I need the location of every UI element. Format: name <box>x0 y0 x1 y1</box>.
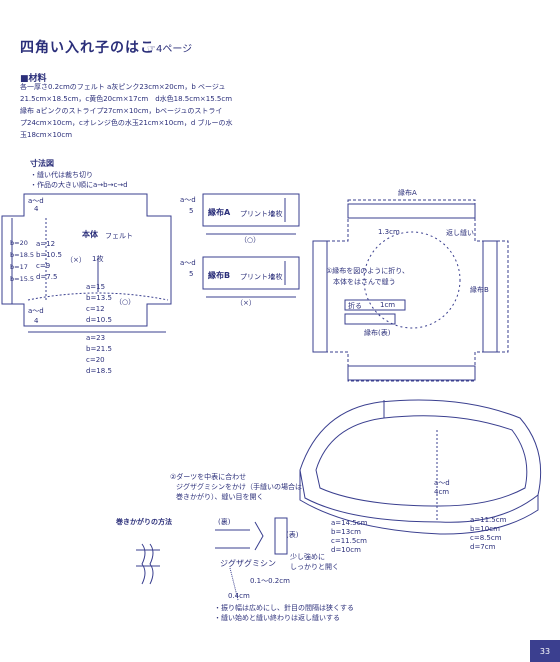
height-value: b=18.5 <box>10 251 35 259</box>
box-left-value: c=11.5cm <box>331 537 367 545</box>
o-value: c=12 <box>86 305 105 313</box>
back-side-label: (裏) <box>218 518 231 526</box>
x-value: c=9 <box>36 262 51 270</box>
body-count: 1枚 <box>92 255 104 263</box>
strip-a-side: a〜d <box>180 196 196 204</box>
dimension-heading: 寸法図 <box>30 159 54 168</box>
strip-face-label: 縁布(表) <box>364 329 391 337</box>
strip-a-pattern <box>202 193 300 227</box>
box-right-value: d=7cm <box>470 543 496 551</box>
box-left-value: b=13cm <box>331 528 361 536</box>
materials-heading: ■材料 <box>20 74 47 84</box>
fold-size: 1cm <box>380 301 396 309</box>
materials-line: 21.5cm×18.5cm，c黄色20cm×17cm d水色18.5cm×15.… <box>20 95 233 103</box>
zigzag-label: ジグザグミシン <box>220 559 276 568</box>
stitch-tip: ・振り幅は広めにし、針目の間隔は狭くする <box>214 604 354 612</box>
page-title: 四角い入れ子のはこ <box>20 40 155 56</box>
materials-line: プ24cm×10cm，cオレンジ色の水玉21cm×10cm，d ブルーの水 <box>20 119 233 127</box>
width-value: c=20 <box>86 356 105 364</box>
dimension-note: ・作品の大きい順にa→b→c→d <box>30 181 128 189</box>
body-material: フェルト <box>105 232 133 240</box>
step2-line: ②ダーツを中表に合わせ <box>170 473 247 481</box>
box-corner-label: a〜d <box>434 479 450 487</box>
width-value: b=21.5 <box>86 345 112 353</box>
box-right-value: b=10cm <box>470 525 500 533</box>
backstitch-note: 返し縫い <box>446 229 474 237</box>
pull-note: 少し強めに <box>290 553 325 561</box>
height-value: b=17 <box>10 263 28 271</box>
page-number: 33 <box>530 640 560 662</box>
materials-line: 玉18cm×10cm <box>20 131 73 139</box>
fold-label: 折る <box>348 302 362 310</box>
front-side-label: (表) <box>286 531 299 539</box>
step2-line: 巻きかがり）、縫い目を開く <box>176 493 264 501</box>
step2-line: ジグザグミシンをかけ（手縫いの場合は <box>176 483 302 491</box>
box-right-value: a=11.5cm <box>470 516 507 524</box>
height-value: b=20 <box>10 239 28 247</box>
x-value: b=10.5 <box>36 251 62 259</box>
assembly-strip-b: 縁布B <box>470 286 489 294</box>
corner-size: 4 <box>34 317 39 325</box>
materials-line: 縁布 aピンクのストライプ27cm×10cm，bベージュのストライ <box>20 107 223 115</box>
pull-note: しっかりと開く <box>290 563 339 571</box>
materials-line: 各一厚さ0.2cmのフェルト a灰ピンク23cm×20cm，b ベージュ <box>20 83 226 91</box>
box-drawing <box>299 399 542 523</box>
strip-b-pattern <box>202 256 300 290</box>
o-mark: （○） <box>115 298 136 306</box>
strip-b-label: 縁布B <box>208 271 231 280</box>
seam-allowance: 1.3cm <box>378 228 400 236</box>
box-left-value: d=10cm <box>331 546 361 554</box>
o-value: b=13.5 <box>86 294 112 302</box>
strip-a-material: プリント地 <box>240 210 275 218</box>
stitch-tip: ・縫い始めと縫い終わりは返し縫いする <box>214 614 340 622</box>
corner-label: a〜d <box>28 197 44 205</box>
x-value: d=7.5 <box>36 273 58 281</box>
height-value: b=15.5 <box>10 275 35 283</box>
strip-a-length: （○） <box>240 236 261 244</box>
strip-b-width: 5 <box>189 270 194 278</box>
box-right-value: c=8.5cm <box>470 534 502 542</box>
width-value: a=23 <box>86 334 106 342</box>
box-corner-size: 4cm <box>434 488 450 496</box>
o-value: d=10.5 <box>86 316 112 324</box>
zigzag-range: 0.1〜0.2cm <box>250 577 290 585</box>
zigzag-width: 0.4cm <box>228 592 250 600</box>
strip-a-label: 縁布A <box>208 208 231 217</box>
whipstitch-title: 巻きかがりの方法 <box>116 518 172 526</box>
body-label: 本体 <box>82 230 98 239</box>
assembly-strip-a: 縁布A <box>398 189 417 197</box>
step1-line: ①縁布を図のように折り、 <box>326 267 409 275</box>
x-mark: （×） <box>66 256 86 264</box>
strip-b-material: プリント地 <box>240 273 275 281</box>
x-value: a=12 <box>36 240 56 248</box>
corner-label: a〜d <box>28 307 44 315</box>
step1-line: 本体をはさんで縫う <box>333 278 396 286</box>
strip-b-count: 2枚 <box>271 273 283 281</box>
width-value: d=18.5 <box>86 367 112 375</box>
o-value: a=15 <box>86 283 106 291</box>
strip-b-length: （×） <box>236 299 256 307</box>
dimension-note: ・縫い代は裁ち切り <box>30 171 93 179</box>
page-reference: ☞4ページ <box>147 44 193 55</box>
strip-a-count: 2枚 <box>271 210 283 218</box>
strip-a-width: 5 <box>189 207 194 215</box>
strip-b-side: a〜d <box>180 259 196 267</box>
box-left-value: a=14.5cm <box>331 519 368 527</box>
corner-size: 4 <box>34 205 39 213</box>
